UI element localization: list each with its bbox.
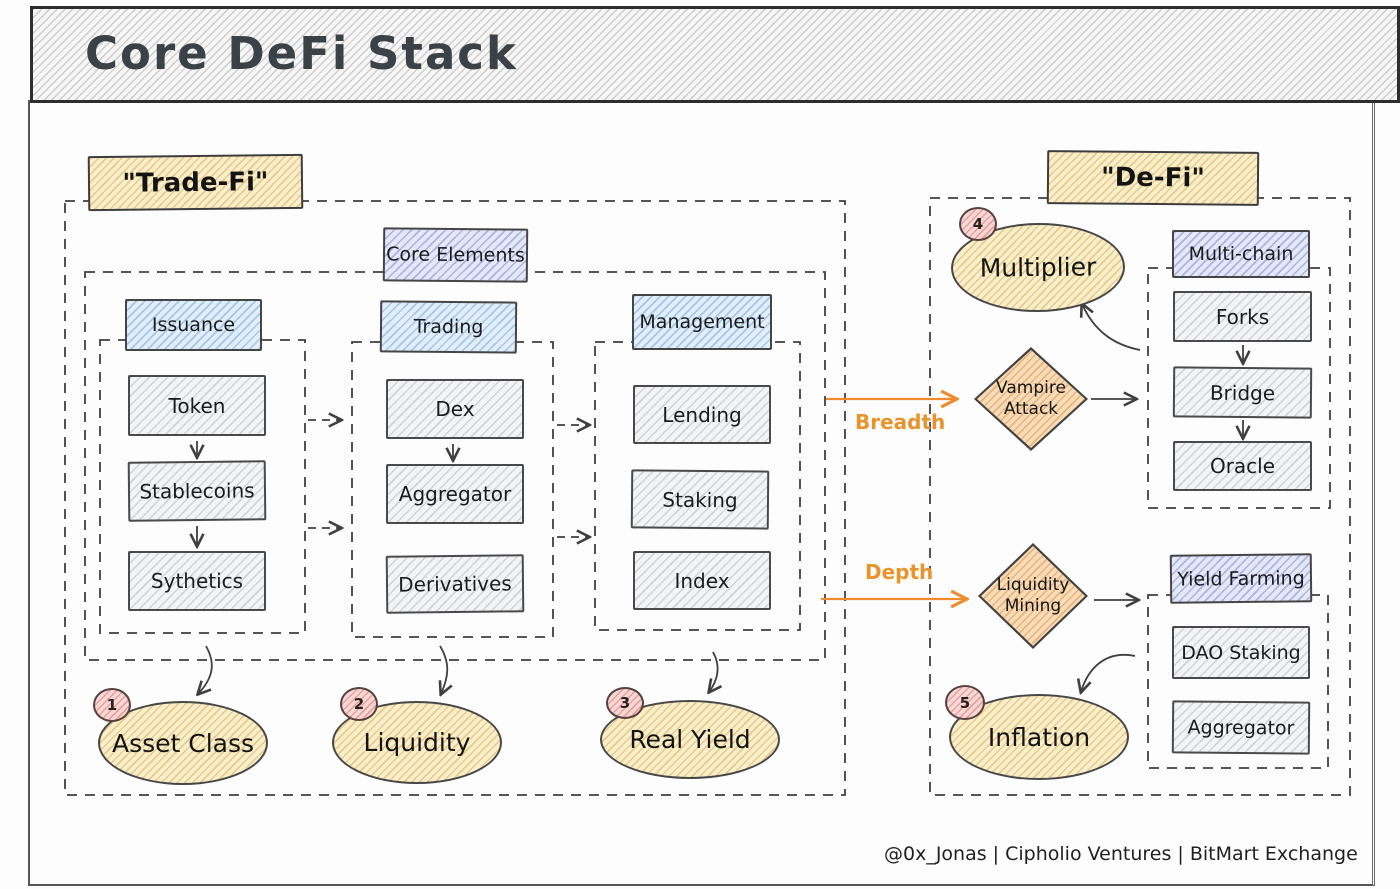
page-frame (28, 100, 1375, 886)
node-vampire-attack: Vampire Attack (974, 347, 1088, 451)
arrow-issuance-assetclass (198, 645, 213, 694)
node-derivatives: Derivatives (385, 554, 525, 614)
vampire-attack-text: Vampire Attack (996, 377, 1066, 419)
node-index: Index (633, 551, 771, 610)
real-yield-text: Real Yield (629, 725, 751, 754)
forks-text: Forks (1215, 304, 1270, 329)
core-elements-header: Core Elements (382, 227, 529, 283)
badge-2: 2 (340, 687, 378, 721)
badge-1-text: 1 (106, 696, 118, 714)
oracle-text: Oracle (1209, 454, 1276, 478)
tradefi-container-box (64, 200, 846, 796)
badge-2-text: 2 (353, 695, 365, 713)
arrow-management-realyield (709, 651, 718, 692)
yieldfarming-header-text: Yield Farming (1177, 566, 1305, 591)
title-banner: Core DeFi Stack (30, 6, 1400, 103)
sythetics-text: Sythetics (150, 569, 244, 593)
dex-text: Dex (435, 397, 475, 421)
issuance-header-text: Issuance (151, 314, 236, 336)
asset-class-text: Asset Class (111, 728, 255, 758)
badge-5-text: 5 (959, 693, 971, 712)
badge-1: 1 (93, 688, 131, 722)
multichain-header-text: Multi-chain (1188, 243, 1294, 265)
breadth-label: Breadth (855, 410, 946, 434)
multichain-header: Multi-chain (1172, 230, 1310, 278)
management-header-text: Management (639, 311, 765, 333)
node-staking: Staking (630, 469, 770, 530)
node-forks: Forks (1173, 291, 1312, 342)
yieldfarming-header: Yield Farming (1169, 553, 1313, 604)
tradefi-label-text: "Trade-Fi" (122, 166, 269, 199)
token-text: Token (168, 393, 226, 418)
node-lending: Lending (633, 385, 771, 444)
management-group-box (594, 341, 801, 631)
inflation-text: Inflation (987, 722, 1091, 752)
tradefi-section-label: "Trade-Fi" (87, 153, 304, 212)
node-stablecoins: Stablecoins (127, 460, 267, 522)
badge-5: 5 (945, 685, 985, 720)
footer-credit: @0x_Jonas | Cipholio Ventures | BitMart … (884, 843, 1358, 865)
derivatives-text: Derivatives (398, 571, 512, 597)
node-bridge: Bridge (1172, 366, 1313, 419)
defi-container-box (929, 197, 1351, 796)
defi-label-text: "De-Fi" (1100, 162, 1206, 194)
node-token: Token (128, 375, 266, 436)
badge-4: 4 (959, 207, 997, 241)
liquidity-text: Liquidity (363, 728, 471, 757)
node-aggregator-defi: Aggregator (1171, 700, 1311, 755)
issuance-header: Issuance (125, 299, 262, 351)
node-dao-staking: DAO Staking (1172, 626, 1310, 679)
bridge-text: Bridge (1209, 380, 1276, 405)
aggregator-text: Aggregator (398, 482, 512, 506)
arrow-trading-liquidity (440, 645, 447, 694)
issuance-group-box (99, 339, 306, 634)
depth-label: Depth (865, 560, 934, 584)
badge-3-text: 3 (619, 694, 631, 712)
multiplier-text: Multiplier (979, 252, 1097, 283)
aggregator-defi-text: Aggregator (1187, 716, 1295, 739)
arrow-multichain-multiplier (1082, 304, 1141, 351)
badge-4-text: 4 (972, 215, 984, 233)
node-dex: Dex (386, 379, 524, 439)
badge-3: 3 (606, 687, 644, 719)
lending-text: Lending (662, 402, 742, 427)
trading-header: Trading (379, 300, 518, 354)
page-title: Core DeFi Stack (85, 27, 518, 80)
dao-staking-text: DAO Staking (1181, 641, 1301, 664)
staking-text: Staking (662, 487, 738, 512)
node-aggregator: Aggregator (386, 464, 524, 524)
defi-section-label: "De-Fi" (1046, 150, 1260, 206)
trading-header-text: Trading (413, 315, 484, 339)
liquidity-mining-text: Liquidity Mining (996, 574, 1070, 616)
core-elements-text: Core Elements (386, 243, 525, 267)
node-liquidity-mining: Liquidity Mining (978, 543, 1088, 649)
trading-group-box (351, 341, 554, 638)
management-header: Management (632, 294, 772, 350)
arrow-yieldfarming-inflation (1081, 653, 1136, 692)
index-text: Index (674, 568, 730, 593)
node-oracle: Oracle (1173, 441, 1312, 491)
node-sythetics: Sythetics (128, 551, 266, 611)
stablecoins-text: Stablecoins (139, 478, 255, 504)
